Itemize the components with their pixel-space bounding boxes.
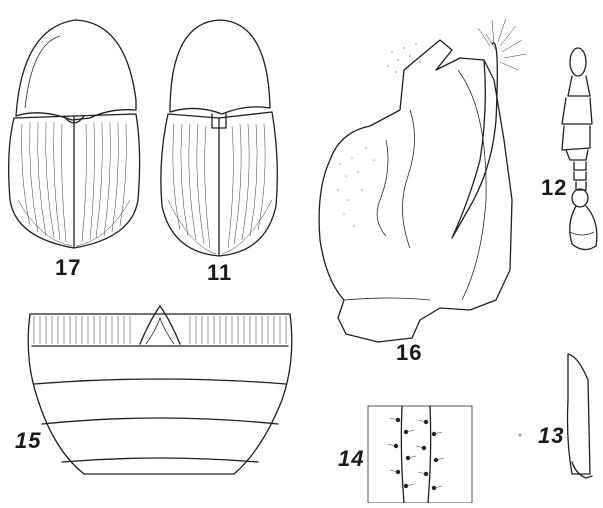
figure-17-beetle	[9, 20, 140, 248]
figure-label-12: 12	[541, 177, 567, 199]
figure-label-16: 16	[396, 342, 422, 364]
figure-16-genitalia	[319, 18, 526, 342]
figure-13-segment	[568, 354, 593, 478]
figure-label-15: 15	[15, 430, 41, 452]
speck	[518, 433, 521, 436]
figure-label-14: 14	[338, 448, 364, 470]
figure-label-17: 17	[55, 257, 81, 279]
figure-15-abdomen	[28, 306, 292, 474]
figure-11-beetle	[161, 20, 277, 256]
figure-14-setae	[368, 406, 472, 503]
figure-label-13: 13	[538, 425, 564, 447]
figure-label-11: 11	[207, 262, 232, 284]
figure-12-antenna	[562, 48, 597, 250]
